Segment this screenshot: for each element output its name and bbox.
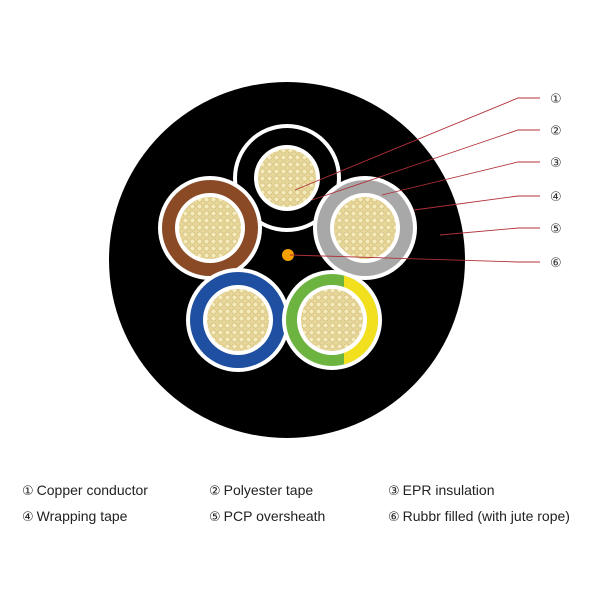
callout-5: ⑤: [550, 222, 562, 237]
callout-2: ②: [550, 124, 562, 139]
callout-1: ①: [550, 92, 562, 107]
copper-conductor: [258, 149, 316, 207]
copper-conductor: [179, 197, 241, 259]
callout-6: ⑥: [550, 256, 562, 271]
copper-conductor: [207, 289, 269, 351]
core-top: [233, 124, 341, 232]
leader-lines: [289, 97, 540, 263]
rubber-filler: [282, 249, 294, 261]
cable-cross-section-diagram: ① ② ③ ④ ⑤ ⑥: [109, 82, 562, 438]
core-left: [158, 176, 262, 280]
core-right: [313, 176, 417, 280]
callout-3: ③: [550, 156, 562, 171]
callout-4: ④: [550, 190, 562, 205]
copper-conductor: [301, 289, 363, 351]
copper-conductor: [334, 197, 396, 259]
core-bottom-left: [186, 268, 290, 372]
